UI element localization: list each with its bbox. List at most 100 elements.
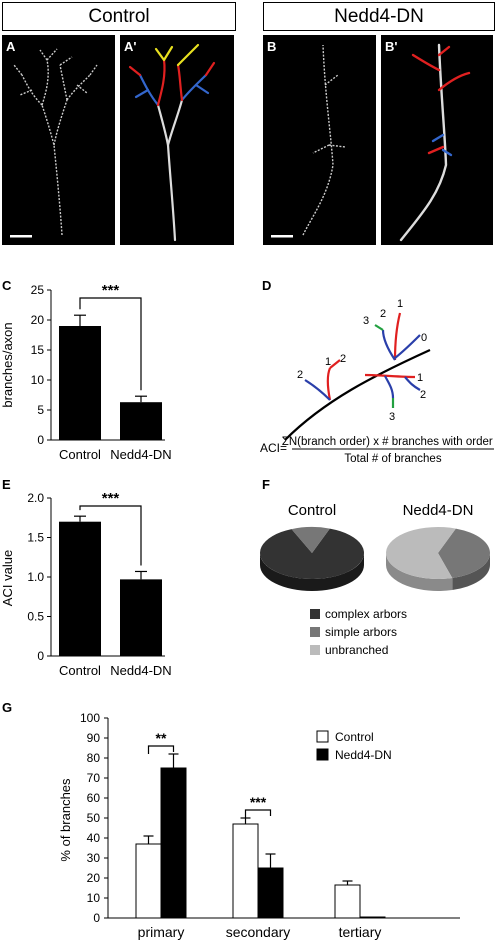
significance-bracket (244, 809, 272, 818)
tracing-b-prime: B' (381, 35, 493, 245)
y-tick-label: 5 (37, 403, 44, 417)
pie-slice-unbranched (386, 527, 456, 579)
control-header: Control (2, 2, 236, 31)
pie-title-nedd4: Nedd4-DN (403, 502, 474, 519)
bar-control-tertiary (334, 884, 361, 919)
legend-label-unbranched: unbranched (325, 643, 388, 657)
x-tick-label: Nedd4-DN (110, 663, 171, 678)
panel-label-c: C (2, 278, 12, 293)
y-tick-label: 10 (31, 373, 45, 387)
tracing-a-prime: A' (120, 35, 234, 245)
micrograph-b: B (263, 35, 376, 245)
bar-control (59, 326, 101, 440)
y-tick-label: 40 (87, 831, 101, 845)
diagram-num: 1 (325, 356, 331, 368)
pie-slice-complex-arbors (260, 528, 364, 579)
legend-label-control: Control (335, 730, 374, 744)
significance-label: *** (250, 794, 267, 810)
diagram-num: 2 (420, 389, 426, 401)
panel-label-a: A (6, 39, 16, 54)
bar-control-secondary (232, 823, 259, 919)
x-tick-label: Nedd4-DN (110, 447, 171, 462)
legend-swatch-control (316, 730, 329, 743)
y-tick-label: 0 (93, 911, 100, 925)
diagram-num: 3 (389, 411, 395, 423)
y-tick-label: 90 (87, 731, 101, 745)
y-tick-label: 0.5 (27, 610, 44, 624)
bar-nedd4-dn-primary (160, 767, 187, 919)
y-axis-label: branches/axon (0, 322, 15, 407)
legend-swatch-simple (310, 627, 320, 637)
tracing-image-b (399, 43, 471, 242)
diagram-num: 2 (297, 369, 303, 381)
panel-label-a-prime: A' (124, 39, 137, 54)
diagram-num: 2 (380, 308, 386, 320)
y-tick-label: 0 (37, 649, 44, 663)
pie-legend: complex arbors simple arbors unbranched (310, 607, 407, 657)
panel-label-e: E (2, 477, 11, 492)
y-tick-label: 60 (87, 791, 101, 805)
y-axis-label: % of branches (58, 778, 73, 862)
y-tick-label: 100 (80, 711, 100, 725)
significance-label: ** (156, 730, 167, 746)
branch-order-diagram: 3 2 1 0 1 2 2 1 2 3 ACI= ΣN(branch order… (260, 298, 496, 465)
chart-f-pies: Control Nedd4-DN complex arbors simple a… (260, 502, 491, 657)
panel-label-b-prime: B' (385, 39, 398, 54)
tracing-image-a (128, 43, 216, 242)
significance-bracket (79, 505, 142, 566)
bar-nedd4-dn (120, 402, 162, 440)
pie-side-nedd4-dn (452, 553, 490, 590)
neuron-image-b (271, 44, 346, 238)
pie-title-control: Control (288, 502, 336, 519)
y-tick-label: 1.5 (27, 531, 44, 545)
aci-formula-lhs: ACI= (260, 441, 287, 455)
bar-control (59, 521, 101, 656)
legend-label-complex: complex arbors (325, 607, 407, 621)
bar-nedd4-dn-secondary (257, 867, 284, 919)
neuron-image-a (10, 48, 98, 238)
pie-slice-simple-arbors (291, 527, 330, 553)
pie-side-control (260, 553, 364, 591)
y-tick-label: 70 (87, 771, 101, 785)
legend-label-simple: simple arbors (325, 625, 397, 639)
main-axon-line (284, 348, 431, 441)
x-tick-label: tertiary (339, 924, 382, 940)
y-tick-label: 20 (31, 313, 45, 327)
bar-nedd4-dn (120, 579, 162, 656)
significance-label: *** (102, 490, 120, 507)
y-tick-label: 50 (87, 811, 101, 825)
y-axis-label: ACI value (0, 550, 15, 606)
significance-label: *** (102, 282, 120, 299)
x-tick-label: Control (59, 663, 101, 678)
y-tick-label: 0 (37, 433, 44, 447)
nedd4-header: Nedd4-DN (263, 2, 495, 31)
micrograph-a: A (2, 35, 115, 245)
legend-label-nedd4-dn: Nedd4-DN (335, 748, 392, 762)
panel-label-d: D (262, 278, 272, 293)
panel-label-g: G (2, 700, 13, 715)
y-tick-label: 1.0 (27, 570, 44, 584)
y-tick-label: 30 (87, 851, 101, 865)
aci-formula-denominator: Total # of branches (344, 453, 441, 465)
bar-nedd4-dn-tertiary (359, 916, 386, 919)
pie-slice-simple-arbors (438, 528, 491, 578)
bar-control-primary (135, 843, 162, 919)
panel-label-b: B (267, 39, 277, 54)
y-tick-label: 2.0 (27, 491, 44, 505)
diagram-num: 2 (340, 353, 346, 365)
significance-bracket (79, 297, 142, 391)
y-tick-label: 15 (31, 343, 45, 357)
panel-label-f: F (262, 477, 270, 492)
diagram-num: 0 (421, 332, 427, 344)
x-tick-label: secondary (226, 924, 291, 940)
legend-swatch-complex (310, 609, 320, 619)
aci-formula-numerator: ΣN(branch order) x # branches with order… (282, 436, 496, 448)
legend-swatch-unbranched (310, 645, 320, 655)
x-tick-label: primary (138, 924, 185, 940)
significance-bracket (147, 745, 175, 754)
y-tick-label: 80 (87, 751, 101, 765)
diagram-num: 3 (363, 315, 369, 327)
y-tick-label: 10 (87, 891, 101, 905)
